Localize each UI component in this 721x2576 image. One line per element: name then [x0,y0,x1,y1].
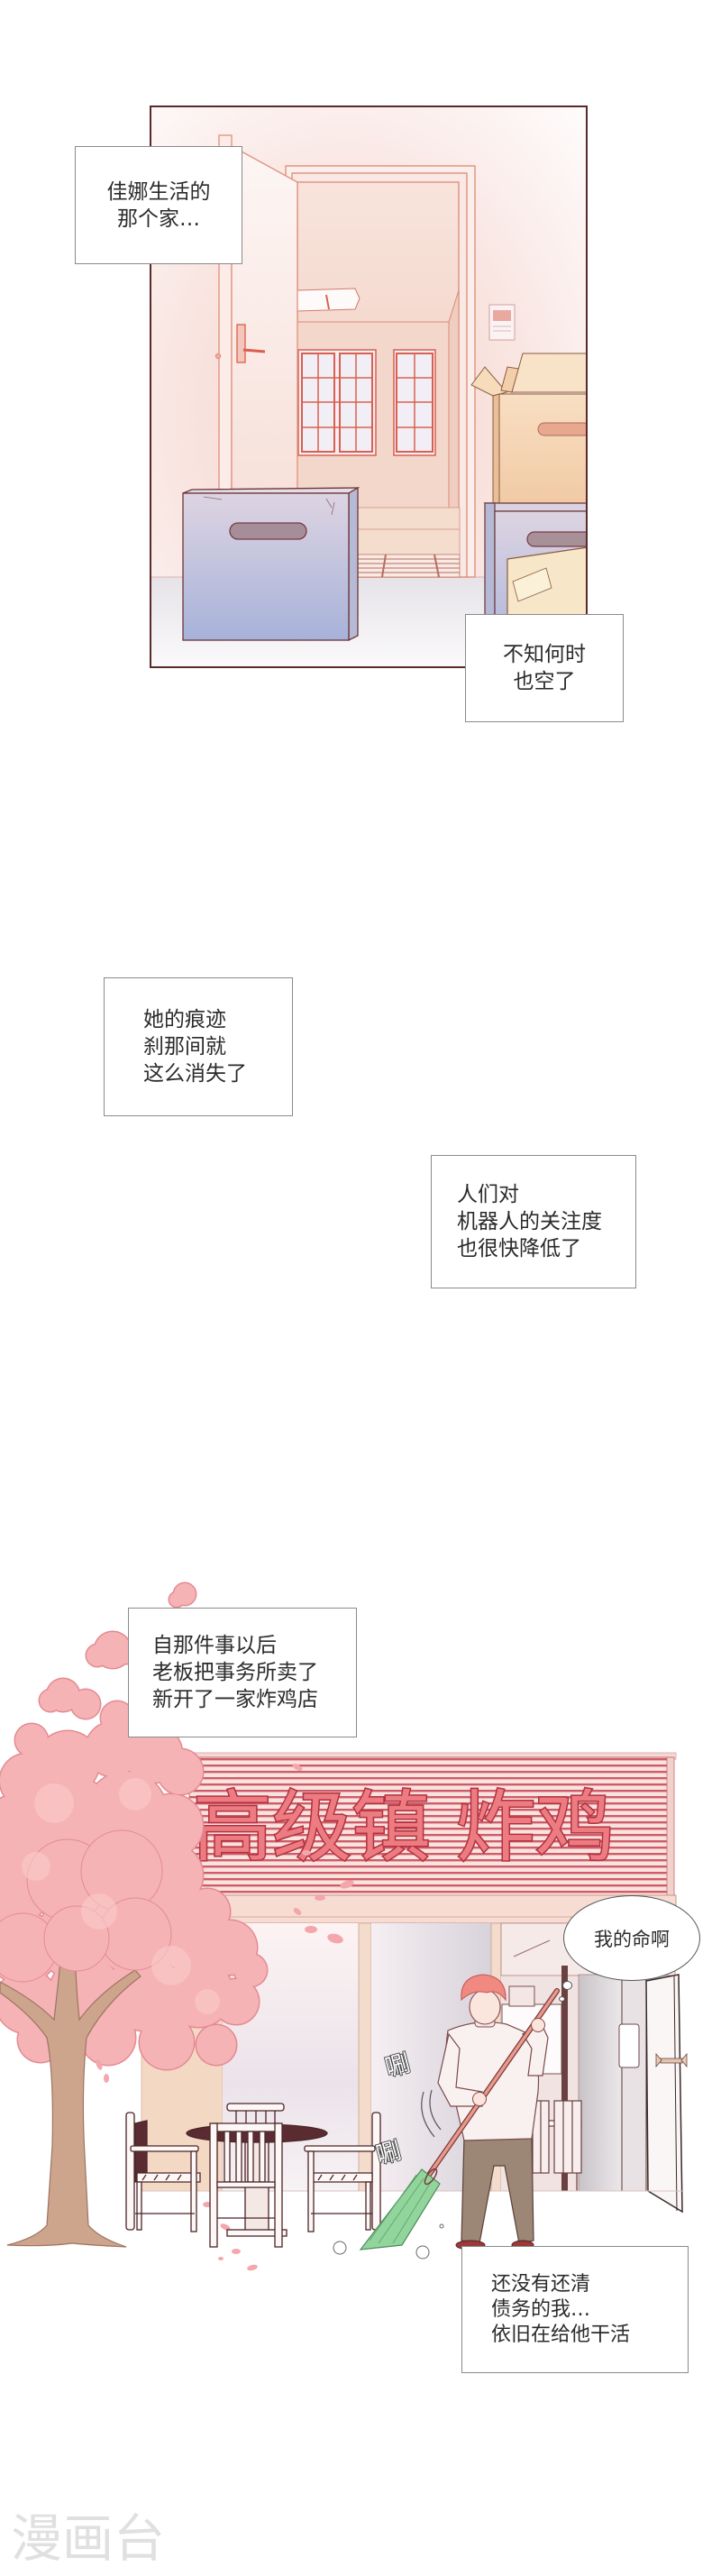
caption-line: 也很快降低了 [457,1237,581,1260]
watermark-logo: 漫画台 [11,2509,165,2569]
cherry-blossom-tree [0,1581,269,2248]
storage-box-left [182,486,360,642]
patio-furniture [125,2103,381,2248]
falling-petals [96,1764,354,2271]
door-lock-icon [236,324,246,363]
hair [461,1974,507,2002]
caption-box: 佳娜生活的 那个家… [75,146,242,264]
towel-dispenser [618,2023,640,2068]
caption-line: 不知何时 [503,643,586,666]
chair-right [304,2112,381,2232]
caption-line: 那个家… [117,206,200,231]
caption-line: 人们对 [457,1183,519,1206]
chair-front [209,2122,283,2248]
dust-puff-icon [333,2241,347,2255]
intercom-icon [488,304,516,341]
hallway-windows [297,349,436,456]
chair-left [125,2112,201,2232]
shop-door [645,1974,688,2214]
caption-box: 人们对 机器人的关注度 也很快降低了 [431,1155,636,1288]
thought-tail-dot [562,1981,572,1990]
dust-puff-icon [415,2245,430,2260]
man-sweeping [359,1974,560,2251]
panel-border [150,105,588,668]
cardboard-box-open [470,353,588,509]
tree-trunk [0,1929,141,2248]
caption-line: 也空了 [513,670,576,693]
caption-box: 自那件事以后 老板把事务所卖了 新开了一家炸鸡店 [128,1608,357,1737]
door-handle-icon [655,2052,688,2068]
caption-line: 还没有还清 [491,2272,591,2296]
caption-line: 她的痕迹 [143,1008,226,1031]
bubble-text: 我的命啊 [594,1928,670,1950]
caption-line: 刹那间就 [143,1035,226,1059]
caption-line: 自那件事以后 [152,1634,277,1657]
caption-box: 不知何时 也空了 [465,614,624,722]
caption-line: 依旧在给他干活 [491,2323,631,2346]
caption-line: 老板把事务所卖了 [152,1661,318,1684]
motion-lines [421,2089,442,2138]
shop-panel-illustration: 高级镇 炸鸡 [0,1581,688,2271]
thought-tail-dot [559,1996,565,2002]
shop-sign-text: 高级镇 炸鸡 [193,1783,615,1873]
caption-line: 机器人的关注度 [457,1210,602,1233]
caption-box: 她的痕迹 刹那间就 这么消失了 [104,977,293,1116]
caption-line: 佳娜生活的 [106,179,211,204]
caption-box: 还没有还清 债务的我… 依旧在给他干活 [461,2246,689,2373]
face [469,1989,501,2025]
caption-line: 这么消失了 [143,1062,247,1086]
caption-line: 债务的我… [491,2297,591,2321]
apartment-panel-illustration [150,105,588,668]
thought-bubble: 我的命啊 [563,1895,700,1981]
shop-sign: 高级镇 炸鸡 [187,1752,677,1896]
back-chair [226,2103,285,2112]
caption-line: 新开了一家炸鸡店 [152,1688,318,1711]
